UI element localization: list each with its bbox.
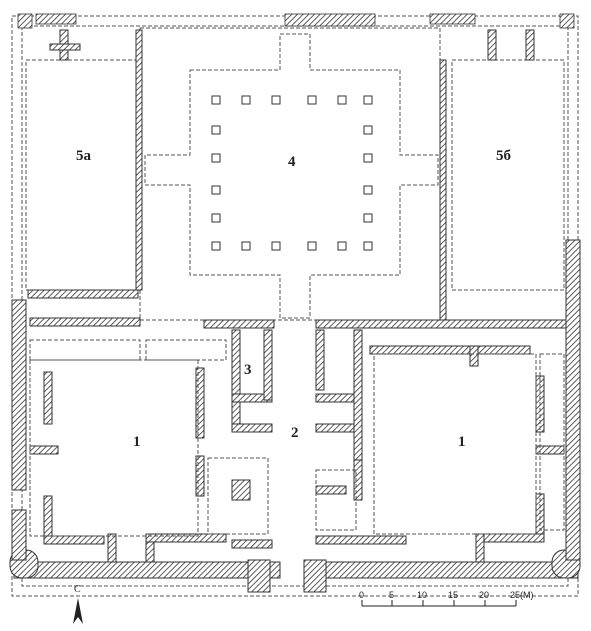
- room-label-3: 3: [244, 362, 252, 378]
- bottom-wall: [9, 549, 581, 593]
- central-hall-outline: [139, 27, 441, 321]
- side-walls: [11, 239, 581, 561]
- room-label-1-right: 1: [458, 434, 466, 450]
- scale-tick-label: 25(М): [510, 590, 534, 600]
- room-label-2: 2: [291, 425, 299, 441]
- outer-enclosure: [11, 15, 579, 597]
- top-wall-fragments: [17, 13, 575, 29]
- room-label-4: 4: [288, 154, 296, 170]
- hall-pillars: [211, 95, 373, 251]
- scale-tick-label: 0: [359, 590, 364, 600]
- room-label-5b: 5б: [496, 148, 511, 164]
- scale-bar: 0 5 10 15 20 25(М): [359, 590, 534, 607]
- north-arrow-icon: [73, 598, 83, 624]
- room-label-1-left: 1: [133, 434, 141, 450]
- scale-tick-label: 10: [417, 590, 427, 600]
- scale-tick-label: 5: [389, 590, 394, 600]
- dashed-partitions: [29, 339, 565, 537]
- wing-outlines: [25, 59, 565, 291]
- north-arrow: С: [73, 584, 83, 624]
- wing-walls: [27, 29, 567, 329]
- room-label-5a: 5а: [76, 148, 92, 164]
- north-label: С: [74, 584, 81, 595]
- scale-tick-label: 15: [448, 590, 458, 600]
- scale-tick-label: 20: [479, 590, 489, 600]
- interior-walls: [29, 329, 565, 563]
